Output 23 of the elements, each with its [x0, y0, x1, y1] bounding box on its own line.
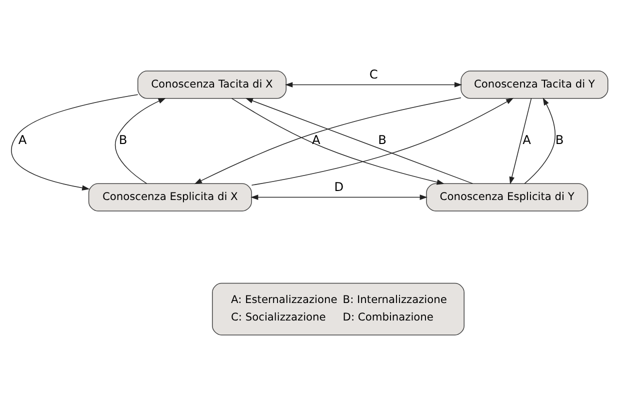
edge-label: A [312, 132, 320, 146]
edge-label: B [378, 132, 387, 146]
edge-label: A [18, 132, 27, 146]
arrow [11, 94, 138, 190]
arrow [114, 97, 166, 184]
edge-label: B [118, 132, 128, 146]
node-box: A: Esternalizzazione B: Internalizzazione C: Socializzazione D: Combinazione [212, 282, 464, 335]
arrow [231, 98, 444, 184]
edge-label: B [555, 132, 564, 146]
edge-label: A [522, 132, 532, 146]
arrow [285, 82, 462, 87]
arrow [194, 96, 462, 184]
node-box: Conoscenza Tacita di X [137, 70, 287, 98]
edge-label: D [334, 180, 344, 194]
arrow [245, 98, 474, 184]
arrow [509, 98, 532, 184]
node-box: Conoscenza Esplicita di Y [426, 182, 588, 211]
arrow [251, 97, 514, 186]
node-box: Conoscenza Esplicita di X [88, 182, 252, 211]
edge-label: C [369, 66, 378, 81]
arrow [524, 97, 556, 184]
node-box: Conoscenza Tacita di Y [460, 70, 608, 98]
arrow [250, 194, 428, 200]
